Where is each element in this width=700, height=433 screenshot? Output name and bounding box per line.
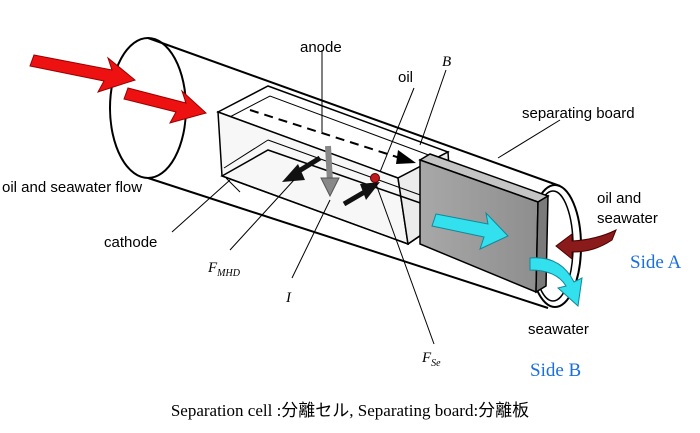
- label-f-se-sub: Se: [431, 358, 441, 369]
- oil-seawater-outlet-arrow: [555, 228, 617, 261]
- f-mhd-arrow: [282, 164, 305, 182]
- force-arrows: [282, 145, 380, 207]
- inlet-flow-arrows: [29, 54, 208, 124]
- label-outlet-seawater-bottom: seawater: [528, 321, 589, 338]
- label-separating-board: separating board: [522, 105, 635, 122]
- oil-droplet: [370, 173, 380, 183]
- inlet-arrow-1: [29, 54, 137, 93]
- label-anode: anode: [300, 39, 342, 56]
- label-outlet-oil-and: oil and: [597, 190, 641, 207]
- seawater-outlet-arrow: [529, 257, 583, 307]
- label-f-mhd-main: F: [207, 260, 218, 276]
- label-inlet-flow: oil and seawater flow: [2, 179, 142, 196]
- caption: Separation cell :分離セル, Separating board:…: [171, 401, 529, 420]
- label-oil: oil: [398, 69, 413, 86]
- leader-lines: [171, 50, 561, 345]
- label-magnetic-field: B: [442, 54, 451, 70]
- seawater-flow-arrow: [431, 211, 509, 250]
- label-f-mhd-sub: MHD: [216, 268, 241, 279]
- outlet-arrows: [431, 211, 617, 307]
- label-f-mhd: FMHD: [207, 260, 241, 279]
- electrode-box: [216, 85, 454, 246]
- label-side-b: Side B: [530, 360, 581, 381]
- label-cathode: cathode: [104, 234, 157, 251]
- label-outlet-seawater-top: seawater: [597, 210, 658, 227]
- label-current: I: [285, 290, 292, 306]
- flow-path-dashed: [249, 109, 401, 159]
- magnetic-field-arrow: [320, 177, 340, 198]
- text-labels: anode oil B separating board oil and sea…: [2, 39, 681, 420]
- inlet-arrow-2: [123, 87, 208, 124]
- label-f-se: FSe: [421, 350, 441, 369]
- current-arrow: [360, 182, 380, 200]
- label-side-a: Side A: [630, 252, 681, 273]
- label-f-se-main: F: [421, 350, 432, 366]
